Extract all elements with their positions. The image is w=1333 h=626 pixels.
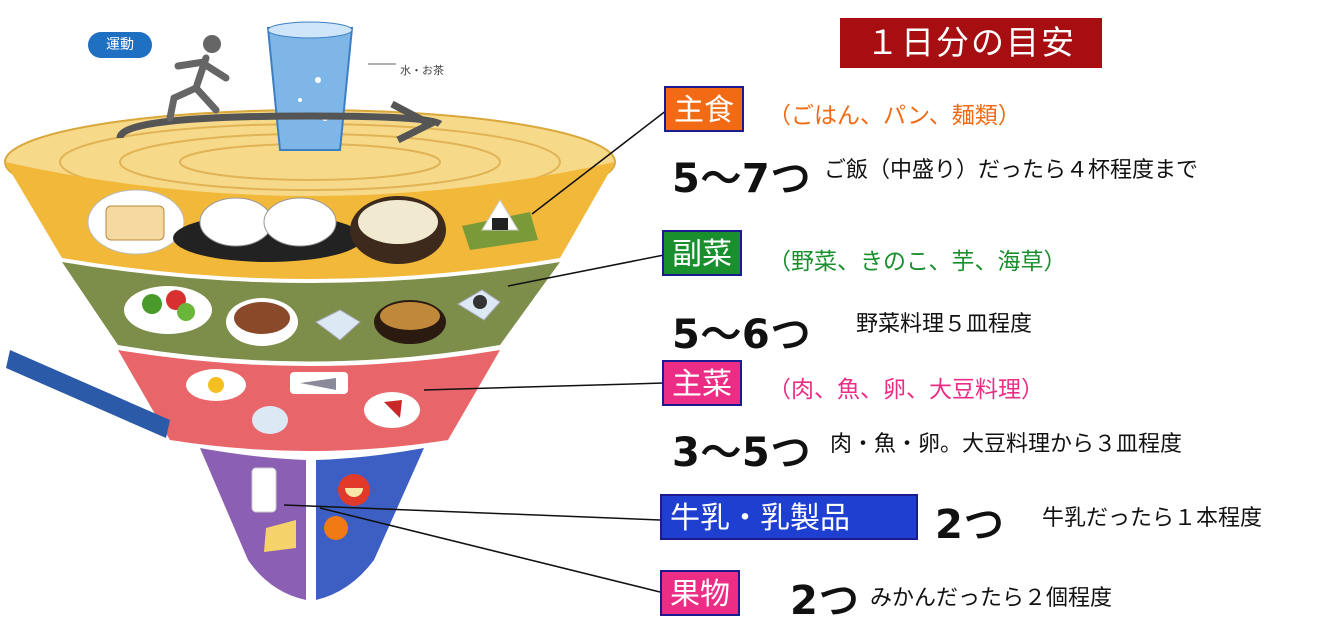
tag-shusai: 主菜	[662, 360, 742, 406]
desc-shushoku: ご飯（中盛り）だったら４杯程度まで	[824, 158, 1199, 183]
tag-dairy: 牛乳・乳製品	[660, 494, 918, 540]
dairy-layer	[200, 448, 306, 600]
sub-fukusai: （野菜、きのこ、芋、海草）	[768, 249, 1067, 275]
amount-fukusai: 5～6つ	[672, 312, 812, 358]
tag-shushoku: 主食	[664, 86, 744, 132]
water-glass-icon	[266, 27, 354, 151]
shusai-layer	[118, 350, 500, 451]
desc-shusai: 肉・魚・卵。大豆料理から３皿程度	[830, 432, 1183, 457]
water-label: 水・お茶	[400, 64, 444, 77]
sub-shusai: （肉、魚、卵、大豆料理）	[768, 377, 1044, 403]
amount-shusai: 3～5つ	[672, 430, 812, 476]
desc-fruit: みかんだったら２個程度	[870, 586, 1113, 611]
desc-dairy: 牛乳だったら１本程度	[1042, 506, 1263, 531]
sub-shushoku: （ごはん、パン、麺類）	[768, 103, 1021, 129]
tag-fruit: 果物	[660, 570, 740, 616]
runner-icon	[166, 35, 230, 122]
snack-ribbon	[6, 350, 170, 438]
tag-fukusai: 副菜	[662, 230, 742, 276]
amount-dairy: 2つ	[935, 502, 1005, 548]
amount-shushoku: 5～7つ	[672, 156, 812, 202]
desc-fukusai: 野菜料理５皿程度	[856, 312, 1033, 337]
amount-fruit: 2つ	[790, 578, 860, 624]
exercise-badge: 運動	[88, 32, 152, 58]
page-title: １日分の目安	[840, 18, 1102, 68]
